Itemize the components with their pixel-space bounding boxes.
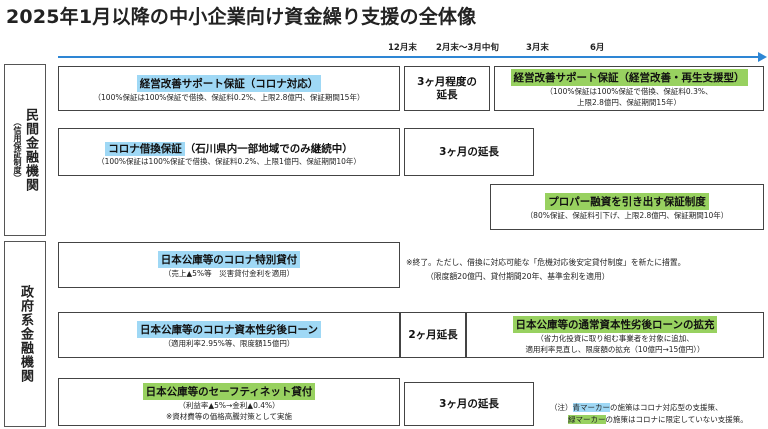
page-title: 2025年1月以降の中小企業向け資金繰り支援の全体像	[6, 6, 477, 28]
jfc-corona-special-title: 日本公庫等のコロナ特別貸付	[157, 251, 301, 268]
keiei-corona-extension: 3ヶ月程度の延長	[404, 66, 490, 111]
jfc-safety-detail-2: ※資材費等の価格高騰対策として実施	[165, 411, 293, 421]
jfc-safety-detail-1: （利益率▲5%→金利▲0.4%）	[178, 400, 280, 410]
jfc-safety-title: 日本公庫等のセーフティネット貸付	[142, 382, 316, 400]
legend-green-line: 緑マーカーの施策はコロナに限定していない支援策。	[568, 414, 748, 426]
keiei-saisei-box: 経営改善サポート保証（経営改善・再生支援型） （100%保証は100%保証で借換…	[494, 66, 764, 111]
corona-karikae-title-suffix: （石川県内一部地域でのみ継続中）	[184, 143, 353, 155]
timeline-tick-mar: 3月末	[526, 43, 549, 53]
jfc-corona-special-detail: （売上▲5%等 災害貸付金利を適用）	[163, 269, 295, 278]
proper-detail: （80%保証、保証料引下げ、上限2.8億円、保証期間10年）	[525, 211, 729, 220]
legend-blue-text: の施策はコロナ対応型の支援策、	[610, 403, 723, 412]
jfc-corona-capital-detail: （適用利率2.95%等、限度額15億円）	[163, 339, 295, 348]
keiei-corona-title: 経営改善サポート保証（コロナ対応）	[136, 74, 322, 92]
timeline-tick-dec: 12月末	[388, 43, 417, 53]
corona-karikae-box: コロナ借換保証（石川県内一部地域でのみ継続中） （100%保証は100%保証で借…	[58, 128, 400, 176]
legend-blue-line: （注）青マーカーの施策はコロナ対応型の支援策、	[550, 402, 723, 414]
keiei-saisei-detail-2: 上限2.8億円、保証期間15年）	[577, 98, 681, 107]
jfc-normal-capital-detail-2: 適用利率見直し、限度額の拡充（10億円→15億円））	[525, 344, 705, 354]
legend-blue-marker: 青マーカー	[572, 403, 610, 412]
keiei-saisei-detail-1: （100%保証は100%保証で借換、保証料0.3%、	[545, 87, 713, 96]
corona-karikae-title: コロナ借換保証	[105, 142, 185, 156]
jfc-normal-capital-box: 日本公庫等の通常資本性劣後ローンの拡充 （省力化投資に取り組む事業者を対象に追加…	[466, 312, 764, 358]
keiei-saisei-title: 経営改善サポート保証（経営改善・再生支援型）	[510, 69, 748, 86]
jfc-safety-box: 日本公庫等のセーフティネット貸付 （利益率▲5%→金利▲0.4%） ※資材費等の…	[58, 378, 400, 426]
jfc-normal-capital-title: 日本公庫等の通常資本性劣後ローンの拡充	[512, 315, 718, 333]
section-government-label: 政府系金融機関	[18, 285, 33, 383]
legend-prefix: （注）	[550, 403, 573, 412]
keiei-corona-box: 経営改善サポート保証（コロナ対応） （100%保証は100%保証で借換、保証料0…	[58, 66, 400, 111]
jfc-corona-special-note-2: （限度額20億円、貸付期間20年、基準金利を適用）	[426, 272, 610, 281]
section-government-finance: 政府系金融機関	[4, 241, 46, 427]
jfc-corona-capital-extension: 2ヶ月延長	[400, 312, 466, 358]
jfc-corona-special-box: 日本公庫等のコロナ特別貸付 （売上▲5%等 災害貸付金利を適用）	[58, 242, 400, 288]
jfc-safety-extension: 3ヶ月の延長	[404, 382, 534, 426]
timeline-tick-feb-mar: 2月末～3月中旬	[436, 43, 499, 53]
section-private-sublabel: （信用保証制度）	[13, 118, 22, 182]
jfc-corona-capital-box: 日本公庫等のコロナ資本性劣後ローン （適用利率2.95%等、限度額15億円）	[58, 312, 400, 358]
jfc-corona-capital-title: 日本公庫等のコロナ資本性劣後ローン	[137, 321, 321, 338]
legend-green-text: の施策はコロナに限定していない支援策。	[605, 415, 748, 424]
timeline-arrow-icon	[758, 52, 767, 62]
jfc-corona-special-note-1: ※終了。ただし、借換に対応可能な「危機対応後安定貸付制度」を新たに措置。	[406, 258, 686, 267]
keiei-corona-detail: （100%保証は100%保証で借換、保証料0.2%、上限2.8億円、保証期間15…	[93, 92, 365, 102]
proper-box: プロパー融資を引き出す保証制度 （80%保証、保証料引下げ、上限2.8億円、保証…	[490, 184, 764, 230]
section-private-finance: 民間金融機関 （信用保証制度）	[4, 64, 46, 236]
corona-karikae-extension: 3ヶ月の延長	[404, 128, 534, 176]
legend-green-marker: 緑マーカー	[568, 415, 606, 424]
timeline-axis	[58, 56, 764, 58]
keiei-corona-extension-label: 3ヶ月程度の延長	[417, 75, 477, 101]
timeline-tick-jun: 6月	[590, 43, 605, 53]
jfc-normal-capital-detail-1: （省力化投資に取り組む事業者を対象に追加、	[536, 333, 694, 343]
section-private-label: 民間金融機関	[23, 108, 38, 192]
proper-title: プロパー融資を引き出す保証制度	[545, 193, 709, 210]
corona-karikae-detail: （100%保証は100%保証で借換、保証料0.2%、上限1億円、保証期間10年）	[97, 157, 361, 166]
